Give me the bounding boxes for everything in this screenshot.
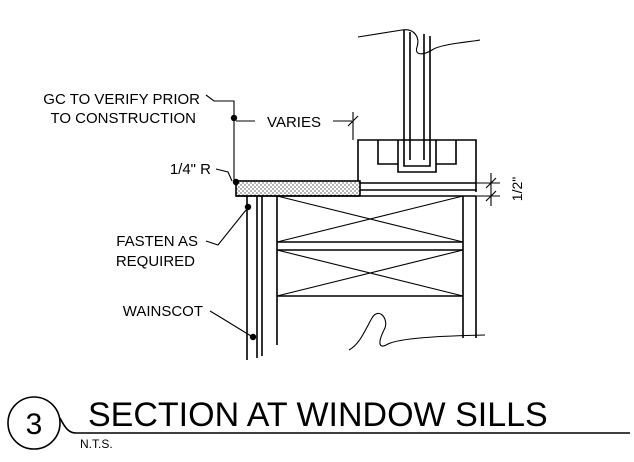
glazing-pocket	[377, 140, 457, 173]
sill-frame	[357, 139, 477, 192]
detail-title: SECTION AT WINDOW SILLS	[88, 396, 548, 434]
fasten-leader	[205, 209, 247, 246]
callout-circle	[7, 396, 61, 450]
gc-verify-label-line1: GC TO VERIFY PRIOR	[43, 91, 200, 108]
radius-dot	[232, 178, 240, 186]
window-mullion	[403, 30, 431, 160]
top-break-line	[357, 29, 481, 55]
bottom-break-line	[348, 312, 486, 351]
radius-label: 1/4" R	[170, 161, 211, 178]
gc-verify-leader	[205, 94, 235, 181]
wainscot-label: WAINSCOT	[123, 303, 203, 320]
varies-dim-line	[236, 112, 359, 140]
header-cross-bracing	[276, 195, 464, 297]
wainscot-board	[246, 196, 263, 360]
half-inch-label: 1/2"	[509, 177, 525, 201]
header-box	[276, 196, 477, 345]
gc-verify-label-line2: TO CONSTRUCTION	[50, 110, 196, 127]
callout-number: 3	[26, 408, 43, 441]
wainscot-dot	[249, 333, 257, 341]
scale-label: N.T.S.	[80, 437, 113, 451]
half-inch-dim	[476, 173, 500, 206]
radius-leader	[215, 168, 233, 182]
fasten-dot	[244, 203, 252, 211]
title-underline	[59, 417, 630, 434]
wall-framing	[236, 195, 486, 360]
fasten-label-line1: FASTEN AS	[116, 233, 198, 250]
gc-verify-dot	[230, 114, 238, 122]
varies-label: VARIES	[267, 114, 321, 131]
wainscot-leader	[209, 310, 252, 337]
window-frame	[357, 29, 481, 192]
fasten-label-line2: REQUIRED	[116, 253, 195, 270]
annotations: GC TO VERIFY PRIOR TO CONSTRUCTION VARIE…	[43, 91, 525, 341]
detail-title-block: 3 SECTION AT WINDOW SILLS N.T.S.	[7, 396, 630, 451]
window-sill	[235, 180, 361, 197]
